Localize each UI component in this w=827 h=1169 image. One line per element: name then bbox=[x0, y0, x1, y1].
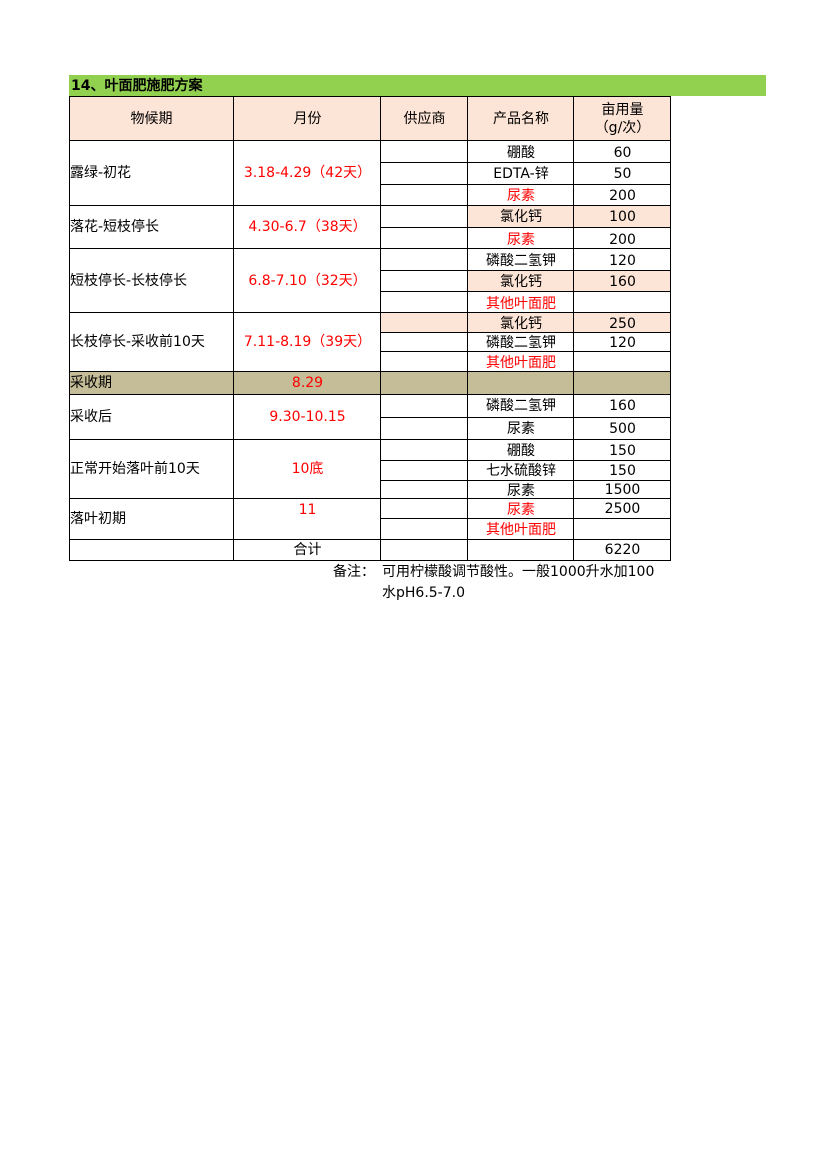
product-dosage: 2500 bbox=[604, 501, 641, 517]
total-dosage: 6220 bbox=[604, 542, 641, 558]
stage-month: 9.30-10.15 bbox=[269, 409, 346, 425]
note-line1: 可用柠檬酸调节酸性。一般1000升水加100 bbox=[382, 564, 655, 580]
note-line2: 水pH6.5-7.0 bbox=[382, 585, 465, 601]
stage-phenology: 采收期 bbox=[70, 375, 112, 391]
stage-phenology: 短枝停长-长枝停长 bbox=[70, 272, 188, 289]
header-phenology: 物候期 bbox=[69, 97, 234, 140]
product-dosage: 500 bbox=[609, 421, 636, 437]
stage-phenology: 正常开始落叶前10天 bbox=[70, 461, 200, 477]
total-label: 合计 bbox=[293, 542, 322, 558]
stage-month: 6.8-7.10（32天） bbox=[248, 272, 367, 289]
product-name: 氯化钙 bbox=[500, 274, 542, 290]
stage-phenology: 落叶初期 bbox=[70, 511, 126, 527]
header-dosage: 亩用量 （g/次） bbox=[574, 97, 671, 140]
grid-line bbox=[381, 351, 671, 352]
grid-line bbox=[381, 480, 671, 481]
product-name: 硼酸 bbox=[507, 443, 535, 459]
product-dosage: 150 bbox=[609, 463, 636, 479]
grid-line bbox=[69, 371, 671, 372]
product-dosage: 200 bbox=[609, 188, 636, 204]
grid-line bbox=[381, 184, 671, 185]
grid-line bbox=[69, 96, 671, 97]
product-name: 氯化钙 bbox=[500, 316, 542, 332]
product-name: 七水硫酸锌 bbox=[486, 463, 556, 479]
stage-month: 3.18-4.29（42天） bbox=[243, 165, 372, 181]
product-name: 尿素 bbox=[507, 232, 535, 248]
grid-line bbox=[467, 96, 468, 561]
grid-line bbox=[573, 96, 574, 561]
product-dosage bbox=[574, 521, 671, 539]
highlight-row bbox=[468, 206, 671, 227]
product-name: 硼酸 bbox=[507, 145, 535, 161]
product-name: 其他叶面肥 bbox=[486, 355, 556, 371]
grid-line bbox=[670, 96, 671, 561]
grid-line bbox=[380, 96, 381, 561]
section-title: 14、叶面肥施肥方案 bbox=[71, 78, 203, 94]
header-dosage-line2: （g/次） bbox=[594, 119, 651, 136]
product-name: 氯化钙 bbox=[500, 209, 542, 225]
grid-line bbox=[381, 417, 671, 418]
stage-month: 4.30-6.7（38天） bbox=[248, 219, 367, 235]
stage-phenology: 采收后 bbox=[70, 409, 112, 425]
product-name: 尿素 bbox=[507, 188, 535, 204]
product-name: 尿素 bbox=[507, 483, 535, 499]
product-name: 尿素 bbox=[507, 421, 535, 437]
product-name: EDTA-锌 bbox=[493, 166, 549, 182]
grid-line bbox=[69, 312, 671, 313]
stage-month: 7.11-8.19（39天） bbox=[243, 334, 372, 350]
product-dosage bbox=[574, 295, 671, 313]
grid-line bbox=[69, 439, 671, 440]
product-name: 其他叶面肥 bbox=[486, 296, 556, 312]
highlight-row bbox=[468, 270, 671, 292]
grid-line bbox=[381, 227, 671, 228]
grid-line bbox=[69, 248, 671, 249]
stage-month: 10底 bbox=[291, 461, 324, 477]
grid-line bbox=[381, 291, 671, 292]
stage-phenology: 长枝停长-采收前10天 bbox=[70, 334, 205, 350]
stage-phenology: 露绿-初花 bbox=[70, 165, 132, 181]
product-dosage: 150 bbox=[609, 443, 636, 459]
product-dosage: 250 bbox=[609, 316, 636, 332]
grid-line bbox=[69, 140, 671, 141]
product-dosage: 60 bbox=[613, 145, 632, 161]
highlight-row bbox=[381, 313, 671, 332]
product-dosage: 160 bbox=[609, 274, 636, 290]
section-title-bar bbox=[69, 75, 766, 96]
product-dosage bbox=[574, 354, 671, 372]
header-month: 月份 bbox=[234, 97, 381, 140]
grid-line bbox=[69, 96, 70, 561]
header-supplier: 供应商 bbox=[381, 97, 468, 140]
grid-line bbox=[69, 560, 671, 561]
grid-line bbox=[381, 162, 671, 163]
product-dosage: 120 bbox=[609, 335, 636, 351]
product-dosage: 120 bbox=[609, 253, 636, 269]
product-dosage: 200 bbox=[609, 232, 636, 248]
stage-month: 8.29 bbox=[291, 375, 324, 391]
grid-line bbox=[69, 539, 671, 540]
product-dosage: 100 bbox=[609, 209, 636, 225]
product-name: 其他叶面肥 bbox=[486, 522, 556, 538]
grid-line bbox=[381, 460, 671, 461]
grid-line bbox=[381, 270, 671, 271]
stage-phenology: 落花-短枝停长 bbox=[70, 219, 160, 235]
product-dosage: 50 bbox=[613, 166, 632, 182]
product-name: 磷酸二氢钾 bbox=[486, 253, 556, 269]
product-name: 磷酸二氢钾 bbox=[486, 335, 556, 351]
product-name: 尿素 bbox=[507, 502, 535, 518]
grid-line bbox=[381, 332, 671, 333]
product-name: 磷酸二氢钾 bbox=[486, 398, 556, 414]
grid-line bbox=[69, 394, 671, 395]
header-product: 产品名称 bbox=[468, 97, 574, 140]
product-dosage: 1500 bbox=[604, 482, 641, 498]
note-label: 备注： bbox=[333, 564, 375, 580]
header-dosage-line1: 亩用量 bbox=[601, 101, 644, 118]
grid-line bbox=[381, 518, 671, 519]
stage-month: 11 bbox=[298, 502, 317, 518]
grid-line bbox=[69, 205, 671, 206]
grid-line bbox=[69, 498, 671, 499]
harvest-row-fill bbox=[69, 372, 671, 394]
product-dosage: 160 bbox=[609, 398, 636, 414]
grid-line bbox=[233, 96, 234, 561]
